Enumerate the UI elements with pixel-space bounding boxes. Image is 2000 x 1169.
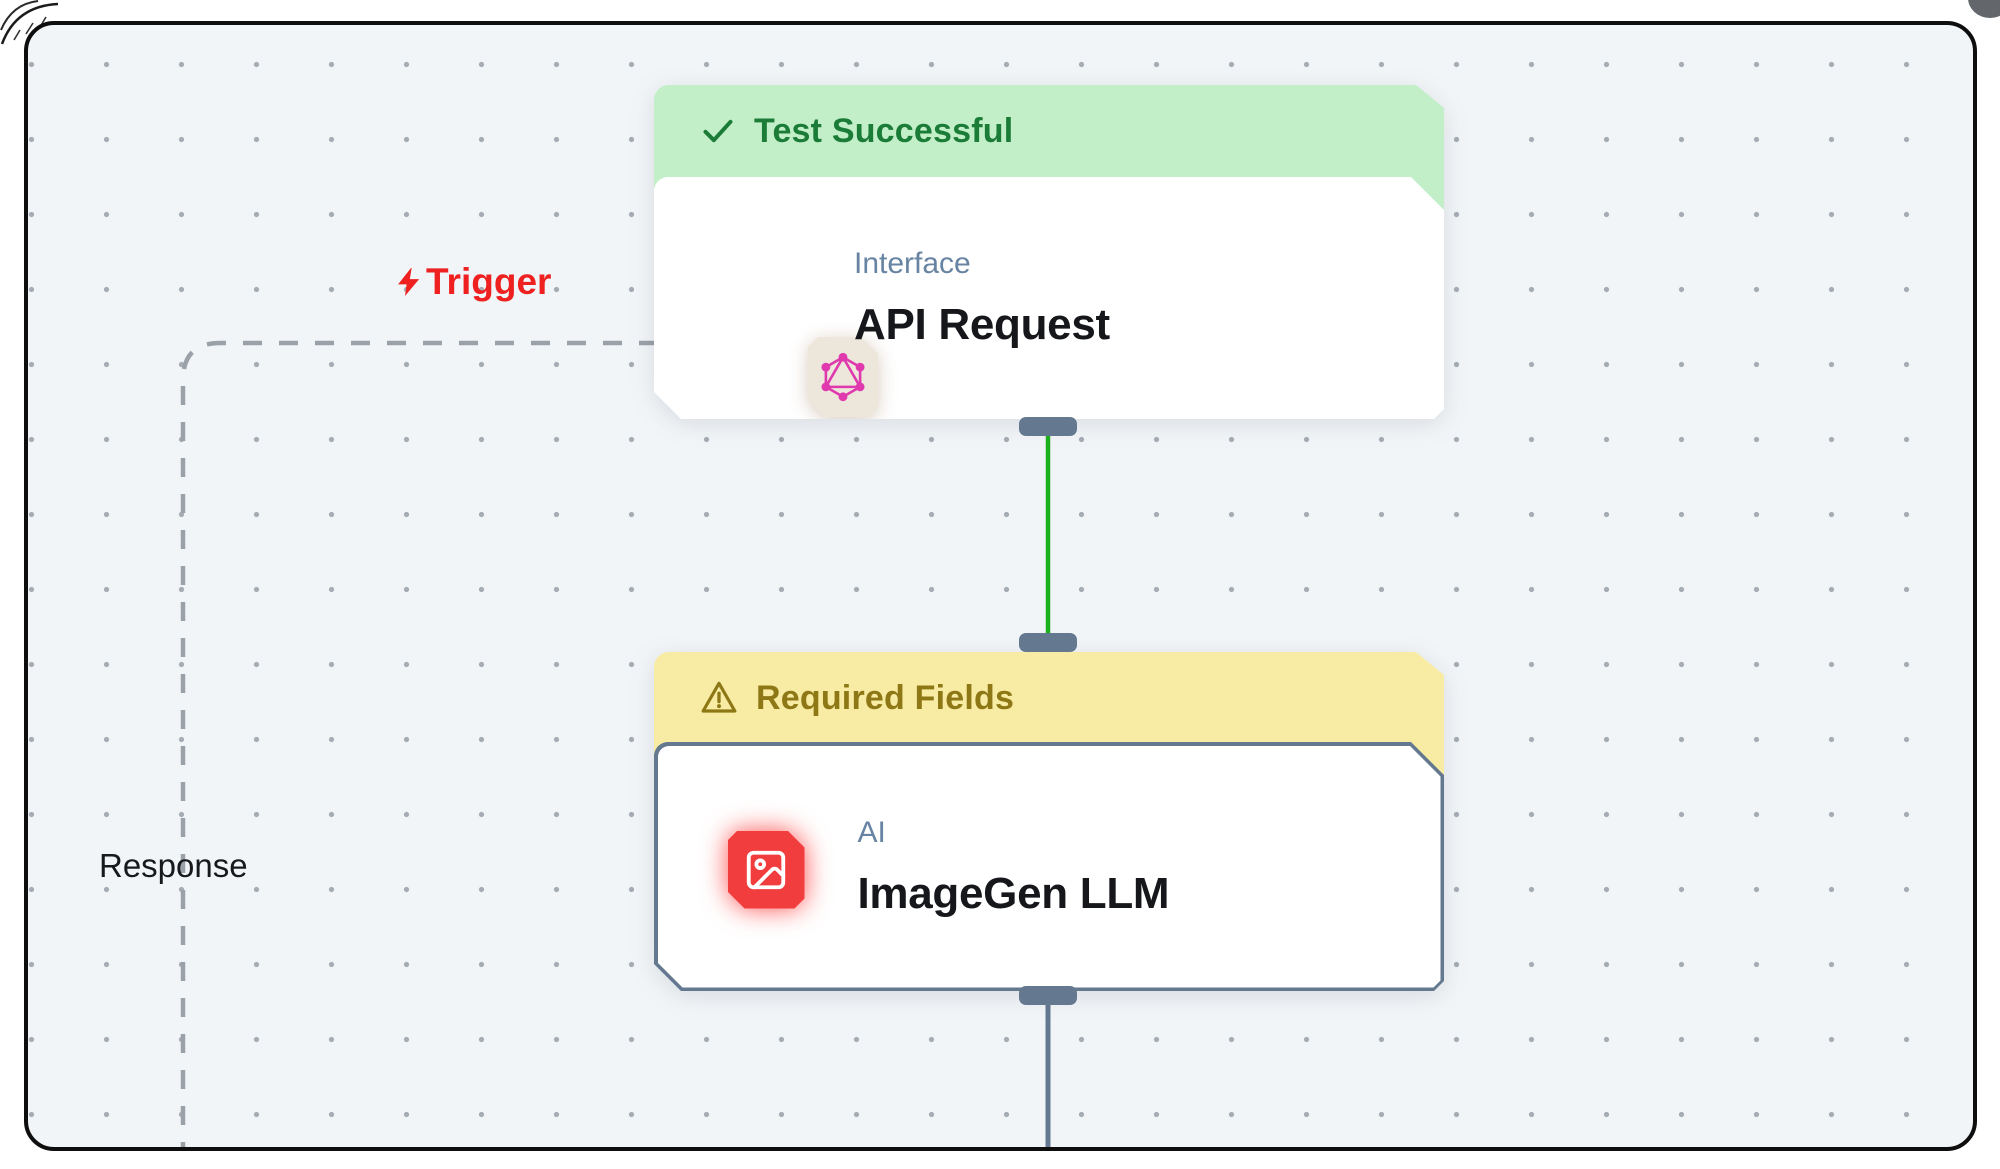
corner-blob-decoration bbox=[1968, 0, 2000, 18]
node-category: AI bbox=[857, 815, 886, 849]
status-banner-label: Test Successful bbox=[754, 111, 1014, 150]
node-icon-wrap bbox=[728, 831, 805, 909]
node-title: API Request bbox=[854, 300, 1110, 349]
status-banner-bar: Required Fields bbox=[654, 652, 1444, 744]
graphql-icon bbox=[808, 337, 878, 417]
workflow-canvas[interactable]: Test Successful bbox=[24, 21, 1977, 1151]
check-icon bbox=[698, 111, 738, 151]
node-text-block: Interface API Request bbox=[854, 177, 1110, 419]
node-text-block: AI ImageGen LLM bbox=[858, 746, 1170, 988]
output-port-api-request[interactable] bbox=[1019, 417, 1077, 436]
node-category: Interface bbox=[854, 247, 971, 280]
bolt-icon bbox=[398, 268, 420, 296]
warning-icon bbox=[698, 678, 740, 718]
input-port-imagegen-llm[interactable] bbox=[1019, 633, 1077, 652]
node-imagegen-llm[interactable]: Required Fields AI ImageGen LLM bbox=[654, 652, 1444, 1011]
node-card[interactable]: AI ImageGen LLM bbox=[658, 746, 1441, 988]
trigger-edge-label-text: Trigger bbox=[426, 261, 552, 302]
status-banner-label: Required Fields bbox=[756, 678, 1015, 717]
node-api-request[interactable]: Test Successful bbox=[654, 85, 1444, 439]
image-icon bbox=[728, 831, 805, 909]
status-banner-bar: Test Successful bbox=[654, 85, 1444, 177]
edge-response-dashed[interactable] bbox=[180, 340, 658, 1147]
trigger-edge-label: Trigger bbox=[393, 261, 551, 303]
node-card-border[interactable]: AI ImageGen LLM bbox=[654, 742, 1444, 991]
node-card[interactable]: Interface API Request bbox=[654, 177, 1444, 419]
edges-layer bbox=[180, 340, 1051, 1147]
output-port-imagegen-llm[interactable] bbox=[1019, 986, 1077, 1005]
node-title: ImageGen LLM bbox=[857, 868, 1170, 918]
response-edge-label: Response bbox=[99, 847, 248, 884]
node-icon-wrap bbox=[731, 257, 801, 337]
